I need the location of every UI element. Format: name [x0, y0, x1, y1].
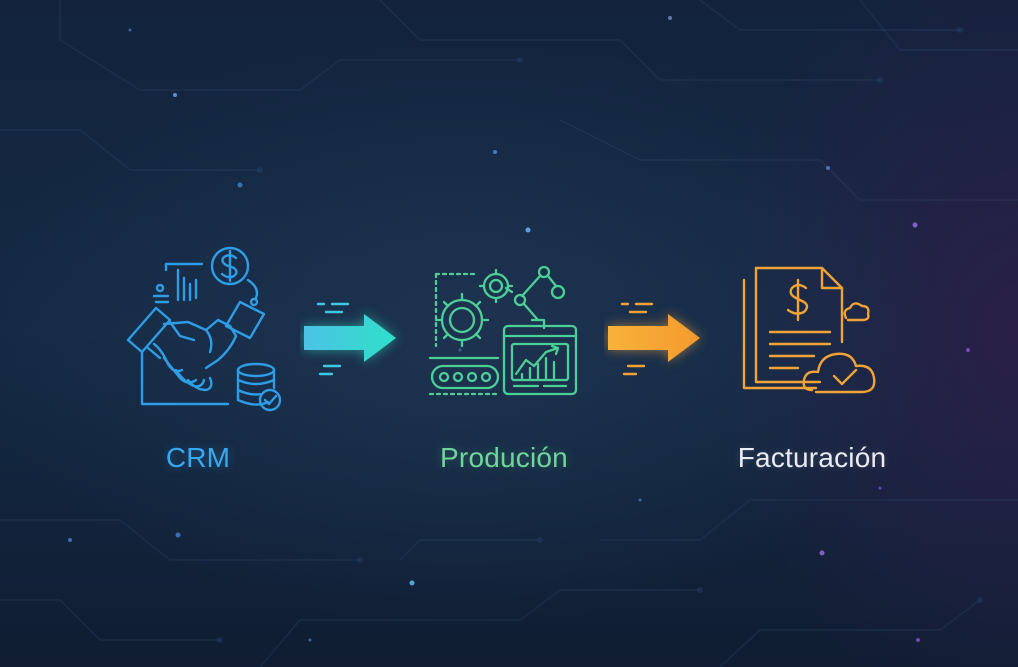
invoice-cloud-icon: [736, 262, 892, 402]
step-label-crm: CRM: [165, 442, 231, 473]
step-label-production: Produción: [440, 442, 568, 473]
arrow-right-icon: [604, 300, 709, 385]
step-label-invoicing: Facturación: [737, 442, 887, 473]
arrow-right-icon: [300, 300, 405, 385]
handshake-icon: [118, 240, 288, 415]
factory-gears-icon: [426, 262, 586, 402]
